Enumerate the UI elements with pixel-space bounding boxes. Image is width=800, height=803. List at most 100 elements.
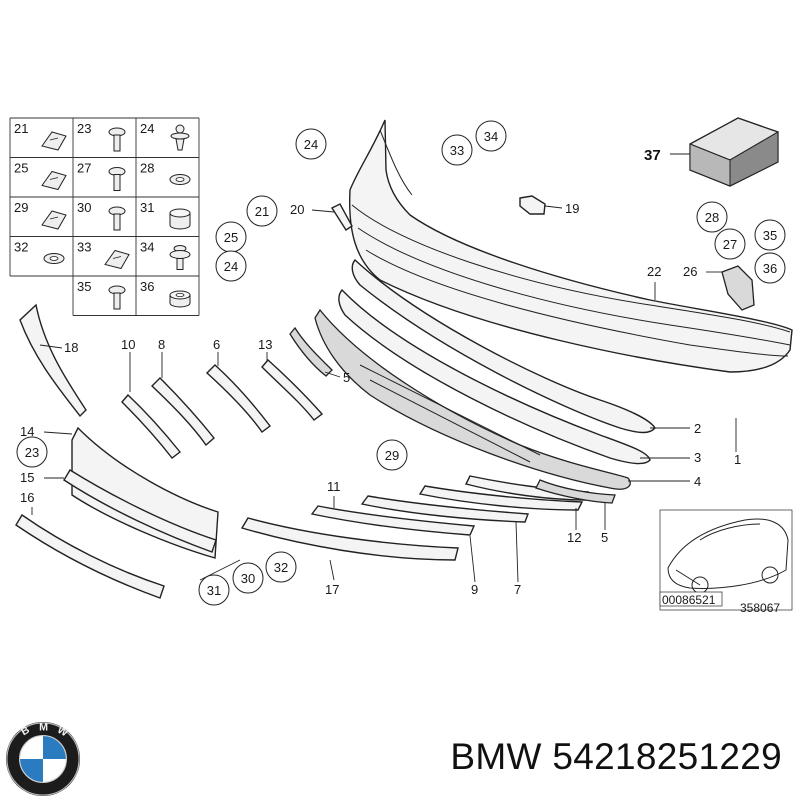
- washer-icon: [169, 174, 191, 185]
- strip-17: [240, 517, 459, 561]
- callout-4: 4: [694, 474, 701, 489]
- clip-plate-icon: [41, 170, 67, 191]
- strip-16: [15, 513, 165, 599]
- circled-callout-text: 23: [25, 445, 39, 460]
- part-title: BMW 54218251229: [450, 736, 782, 778]
- clip-nut-icon: [104, 249, 130, 270]
- circled-callout-text: 25: [224, 230, 238, 245]
- trim-strip-13: [261, 358, 324, 421]
- callout-20: 20: [290, 202, 304, 217]
- callout-2: 2: [694, 421, 701, 436]
- callout-14: 14: [20, 424, 34, 439]
- legend-number: 35: [77, 279, 91, 294]
- callout-numbers: 1 2 3 4 5 5 6 7 8 9 10 11 12 13 14 15 16…: [20, 147, 741, 597]
- grille-frame-2: [351, 258, 656, 434]
- callout-17: 17: [325, 582, 339, 597]
- legend-number: 23: [77, 121, 91, 136]
- screw-icon: [108, 127, 126, 152]
- circled-callout-text: 33: [450, 143, 464, 158]
- circled-callout-text: 34: [484, 129, 498, 144]
- legend-number: 21: [14, 121, 28, 136]
- circled-callout-31: 31: [198, 574, 230, 606]
- circled-callout-36: 36: [754, 252, 786, 284]
- callout-1: 1: [734, 452, 741, 467]
- callout-10: 10: [121, 337, 135, 352]
- clip-20: [330, 203, 353, 231]
- legend-number: 28: [140, 161, 154, 176]
- clip-bracket-icon: [41, 131, 67, 151]
- bracket-26: [721, 265, 755, 311]
- callout-6: 6: [213, 337, 220, 352]
- circled-callout-29: 29: [376, 439, 408, 471]
- circled-callout-text: 36: [763, 261, 777, 276]
- legend-number: 24: [140, 121, 154, 136]
- circled-callout-27: 27: [714, 228, 746, 260]
- circled-callout-text: 32: [274, 560, 288, 575]
- brand-name: BMW: [450, 736, 542, 777]
- spring-clip-icon: [41, 210, 67, 230]
- legend-number: 29: [14, 200, 28, 215]
- legend-number: 30: [77, 200, 91, 215]
- reflector-5b: [535, 479, 616, 504]
- strip-9: [360, 495, 529, 523]
- reference-code-boxed: 00086521: [662, 593, 716, 607]
- circled-callout-30: 30: [232, 562, 264, 594]
- circled-callout-23: 23: [16, 436, 48, 468]
- hex-nut-icon: [169, 290, 191, 308]
- parts-kit-box-37: [689, 117, 779, 187]
- circled-callout-text: 35: [763, 228, 777, 243]
- flat-head-bolt-icon: [108, 285, 126, 310]
- callout-19: 19: [565, 201, 579, 216]
- circled-callout-28: 28: [696, 201, 728, 233]
- leader-lines: [31, 153, 737, 583]
- trim-strip-10: [121, 393, 181, 459]
- circled-callout-text: 27: [723, 237, 737, 252]
- circled-callout-text: 24: [304, 137, 318, 152]
- bumper-cover: [348, 119, 793, 373]
- strip-7: [418, 485, 584, 511]
- circled-callout-text: 30: [241, 571, 255, 586]
- legend-number: 27: [77, 161, 91, 176]
- callout-26: 26: [683, 264, 697, 279]
- cap-icon: [169, 208, 191, 230]
- hex-bolt-washer-icon: [169, 245, 191, 270]
- legend-number: 25: [14, 161, 28, 176]
- bracket-19: [519, 195, 546, 215]
- callout-12: 12: [567, 530, 581, 545]
- legend-number: 34: [140, 240, 154, 255]
- strip-15: [63, 469, 217, 553]
- callout-13: 13: [258, 337, 272, 352]
- grille-frame-3: [338, 288, 651, 465]
- license-plate-bracket-14: [71, 426, 219, 559]
- vehicle-inset: [659, 509, 793, 611]
- strip-11: [310, 505, 476, 536]
- circled-callout-text: 31: [207, 583, 221, 598]
- washer-icon: [43, 253, 65, 264]
- svg-text:M: M: [39, 722, 48, 734]
- screw-icon: [108, 206, 126, 231]
- circled-callout-32: 32: [265, 551, 297, 583]
- circled-callout-text: 29: [385, 448, 399, 463]
- trim-strip-6: [205, 364, 271, 433]
- part-number: 54218251229: [552, 736, 782, 777]
- callout-15: 15: [20, 470, 34, 485]
- circled-callout-21: 21: [246, 195, 278, 227]
- circled-callout-33: 33: [441, 134, 473, 166]
- circled-callout-35: 35: [754, 219, 786, 251]
- callout-11: 11: [327, 479, 341, 494]
- callout-7: 7: [514, 582, 521, 597]
- trim-strip-18: [19, 303, 87, 418]
- callout-5-upper: 5: [343, 370, 350, 385]
- trim-strip-8: [150, 377, 215, 447]
- circled-callout-text: 21: [255, 204, 269, 219]
- callout-37: 37: [644, 147, 661, 164]
- circled-callout-text: 28: [705, 210, 719, 225]
- callout-16: 16: [20, 490, 34, 505]
- legend-number: 32: [14, 240, 28, 255]
- expanding-rivet-icon: [170, 124, 190, 151]
- callout-5-lower: 5: [601, 530, 608, 545]
- reference-code: 358067: [740, 601, 780, 615]
